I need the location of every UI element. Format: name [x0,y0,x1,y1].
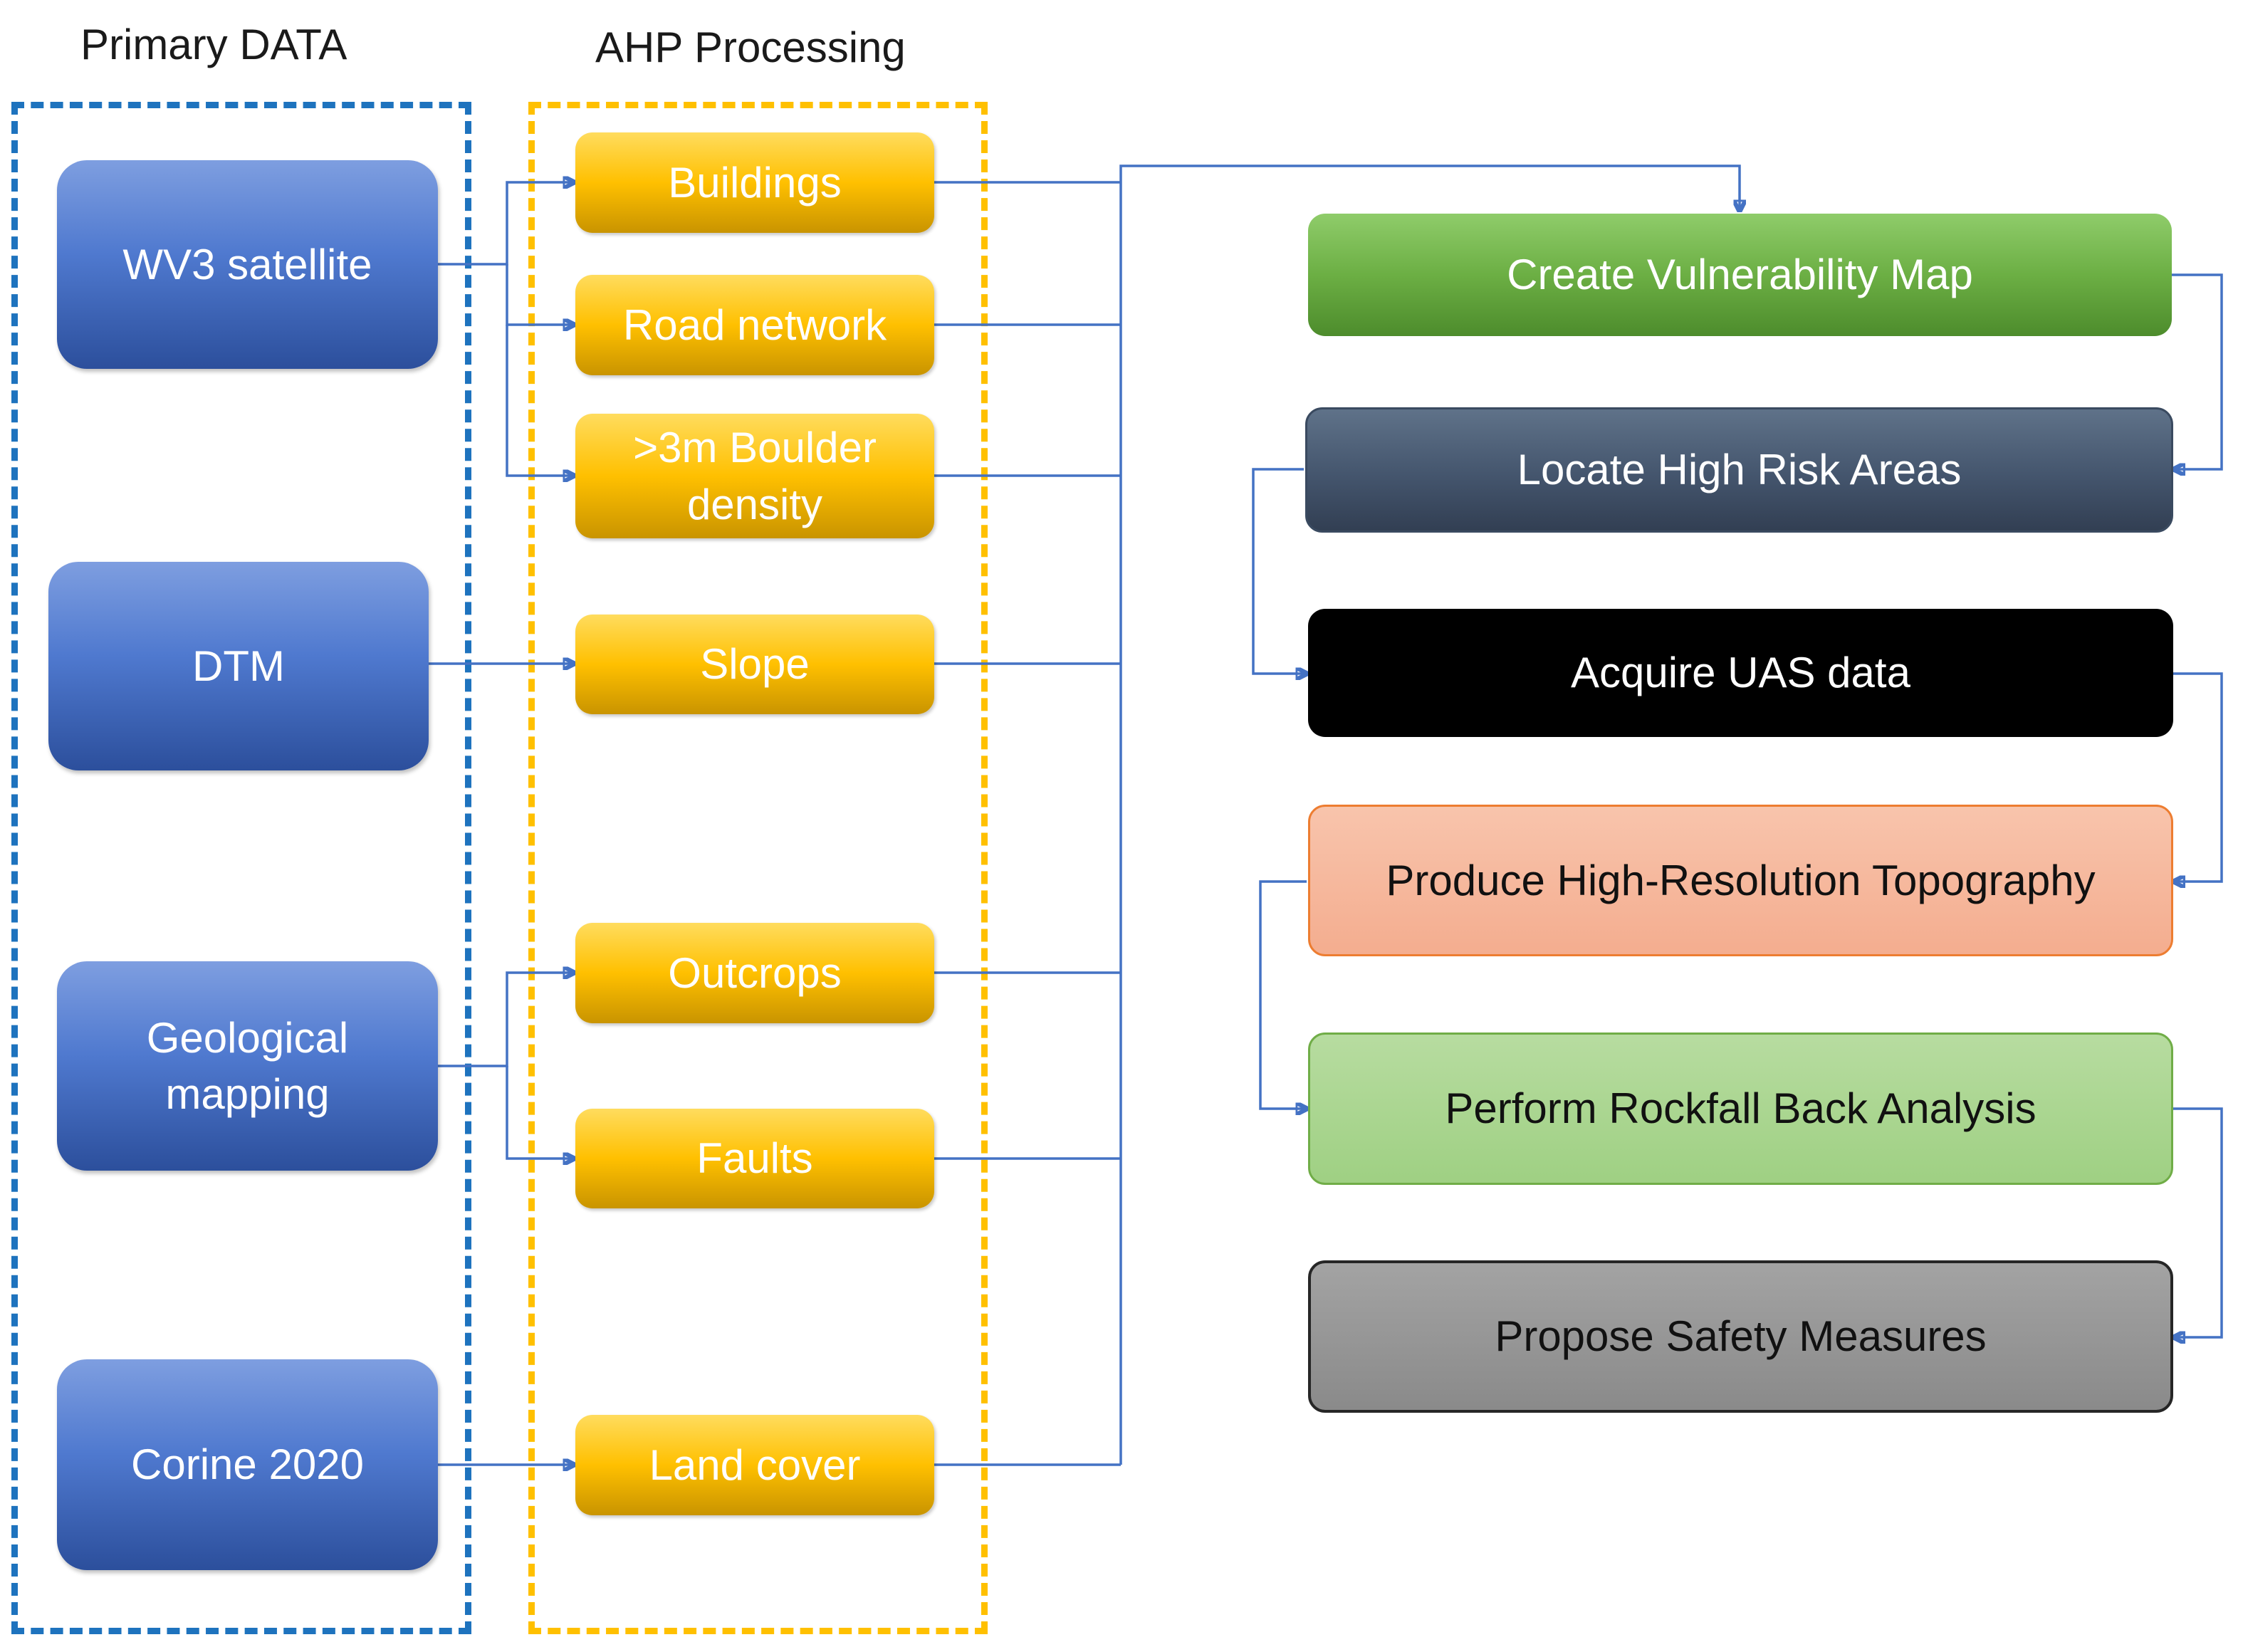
dtm-node: DTM [48,562,429,770]
boulder-density-label: >3m Boulder density [633,424,877,528]
road-network-node: Road network [575,275,934,375]
connector-geological-outcrops [438,973,574,1067]
connector-uas-topography [2170,672,2223,882]
connector-risk-uas [1252,468,1307,674]
connector-collector-bus [1119,164,1740,1465]
create-vulnerability-map-node: Create Vulnerability Map [1308,214,2172,336]
connector-topography-rockfall [1259,880,1307,1109]
produce-high-resolution-topography-node: Produce High-Resolution Topography [1308,805,2173,956]
ahp-processing-header: AHP Processing [595,23,906,71]
buildings-node: Buildings [575,132,934,233]
outcrops-node: Outcrops [575,923,934,1023]
geological-mapping-node: Geological mapping [57,961,438,1171]
acquire-uas-data-node: Acquire UAS data [1308,609,2173,737]
boulder-density-node: >3m Boulder density [575,414,934,538]
connector-wv3-road [506,264,574,325]
connector-vulnerability-risk [2170,273,2223,469]
locate-high-risk-areas-node: Locate High Risk Areas [1305,407,2173,533]
geological-mapping-label: Geological mapping [146,1013,349,1118]
corine-2020-node: Corine 2020 [57,1359,438,1570]
connector-rockfall-safety [2170,1107,2223,1337]
land-cover-node: Land cover [575,1415,934,1515]
primary-data-header: Primary DATA [80,21,347,68]
primary-data-group [11,102,471,1634]
propose-safety-measures-node: Propose Safety Measures [1308,1260,2173,1413]
connector-wv3-buildings [438,182,574,266]
wv3-satellite-node: WV3 satellite [57,160,438,369]
perform-rockfall-back-analysis-node: Perform Rockfall Back Analysis [1308,1032,2173,1185]
connector-geological-faults [506,1066,574,1159]
faults-node: Faults [575,1109,934,1208]
ahp-processing-group [528,102,988,1634]
slope-node: Slope [575,615,934,714]
connector-wv3-boulder [506,325,574,476]
